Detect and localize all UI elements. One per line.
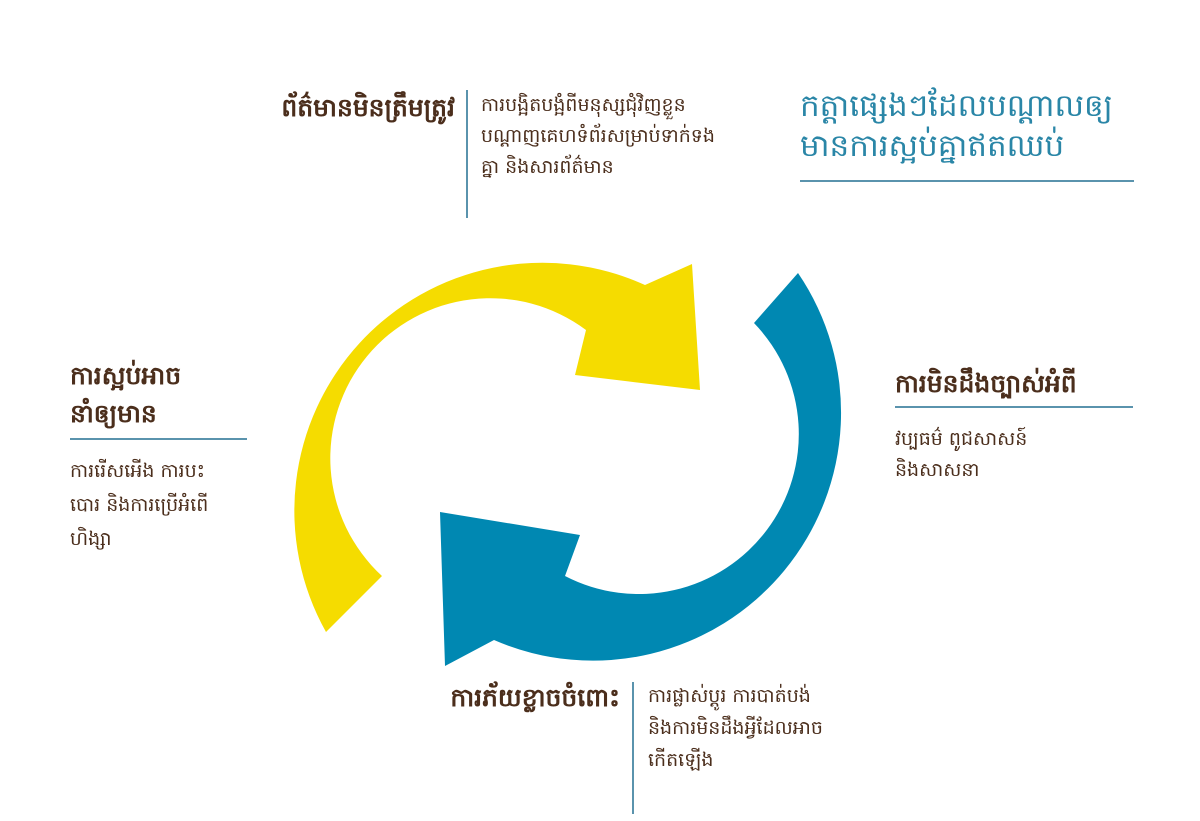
hate-leads-to-heading: ការស្អប់អាច នាំឲ្យមាន — [70, 357, 270, 433]
misinformation-line-2: បណ្តាញគេហទំព័រសម្រាប់ទាក់ទង — [481, 125, 715, 147]
title-line-2: មានការស្អប់គ្នាឥតឈប់ — [800, 128, 1065, 164]
blue-cycle-arrow-icon — [440, 273, 842, 666]
ignorance-divider — [895, 406, 1133, 408]
misinformation-divider — [466, 90, 468, 218]
hate-leads-to-description: ការរើសអើង ការបះ បោរ និងការប្រើអំពើ ហិង្ស… — [70, 454, 250, 556]
diagram-title: កត្តាផ្សេងៗដែលបណ្តាលឲ្យ មានការស្អប់គ្នាឥ… — [800, 86, 1160, 166]
misinformation-heading: ព័ត៌មានមិនត្រឹមត្រូវ — [281, 93, 455, 122]
hate-heading-line-2: នាំឲ្យមាន — [70, 399, 157, 428]
ignorance-description: វប្បធម៌ ពូជសាសន៍ និងសាសនា — [895, 424, 1135, 486]
yellow-cycle-arrow-icon — [294, 262, 700, 632]
title-divider — [800, 180, 1134, 182]
ignorance-line-1: វប្បធម៌ ពូជសាសន៍ — [895, 428, 1028, 450]
misinformation-line-3: គ្នា និងសារព័ត៌មាន — [481, 156, 614, 178]
hate-leads-to-divider — [70, 438, 247, 440]
fear-line-1: ការផ្លាស់ប្តូរ ការបាត់បង់ — [648, 685, 811, 707]
misinformation-line-1: ការបង្អិតបង្អំពីមនុស្សជុំវិញខ្លួន — [481, 94, 686, 116]
ignorance-heading: ការមិនដឹងច្បាស់អំពី — [895, 369, 1077, 398]
hate-line-1: ការរើសអើង ការបះ — [70, 460, 205, 482]
hate-line-2: បោរ និងការប្រើអំពើ — [70, 494, 209, 516]
fear-line-3: កើតឡើង — [648, 749, 714, 771]
hate-line-3: ហិង្សា — [70, 528, 112, 550]
fear-of-description: ការផ្លាស់ប្តូរ ការបាត់បង់ និងការមិនដឹងអ្… — [648, 680, 908, 776]
misinformation-description: ការបង្អិតបង្អំពីមនុស្សជុំវិញខ្លួន បណ្តាញ… — [481, 90, 781, 183]
fear-of-heading: ការភ័យខ្លាចចំពោះ — [450, 683, 620, 712]
ignorance-line-2: និងសាសនា — [895, 459, 980, 481]
hate-heading-line-1: ការស្អប់អាច — [70, 361, 182, 390]
fear-line-2: និងការមិនដឹងអ្វីដែលអាច — [648, 717, 823, 739]
title-line-1: កត្តាផ្សេងៗដែលបណ្តាលឲ្យ — [800, 88, 1113, 124]
fear-of-divider — [632, 682, 634, 814]
